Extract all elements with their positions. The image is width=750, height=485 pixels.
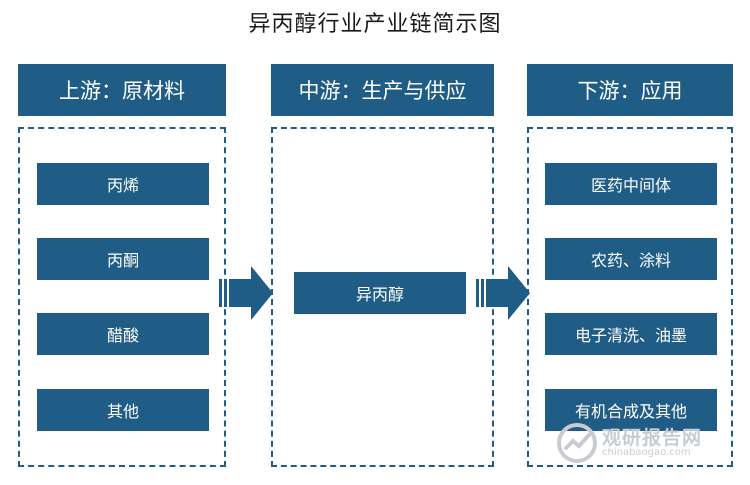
arrow-right-icon bbox=[476, 266, 530, 320]
midstream-item-isopropanol: 异丙醇 bbox=[294, 272, 466, 314]
midstream-header: 中游：生产与供应 bbox=[271, 64, 494, 116]
upstream-item-other: 其他 bbox=[37, 389, 209, 431]
watermark: 观研报告网 chinabaogao.com bbox=[556, 421, 746, 465]
watermark-logo-icon bbox=[557, 423, 597, 463]
downstream-item-pharma-intermediates: 医药中间体 bbox=[545, 163, 717, 205]
downstream-panel bbox=[527, 127, 733, 467]
upstream-item-acetone: 丙酮 bbox=[37, 238, 209, 280]
upstream-item-acetic-acid: 醋酸 bbox=[37, 313, 209, 355]
downstream-header: 下游：应用 bbox=[527, 64, 733, 116]
upstream-item-propylene: 丙烯 bbox=[37, 163, 209, 205]
upstream-header: 上游：原材料 bbox=[18, 64, 226, 116]
watermark-url: chinabaogao.com bbox=[602, 447, 691, 458]
arrow-right-icon bbox=[219, 266, 273, 320]
diagram-title: 异丙醇行业产业链简示图 bbox=[248, 12, 502, 37]
downstream-item-electronic-cleaning-ink: 电子清洗、油墨 bbox=[545, 313, 717, 355]
downstream-item-pesticides-coatings: 农药、涂料 bbox=[545, 238, 717, 280]
watermark-name: 观研报告网 bbox=[602, 427, 703, 449]
